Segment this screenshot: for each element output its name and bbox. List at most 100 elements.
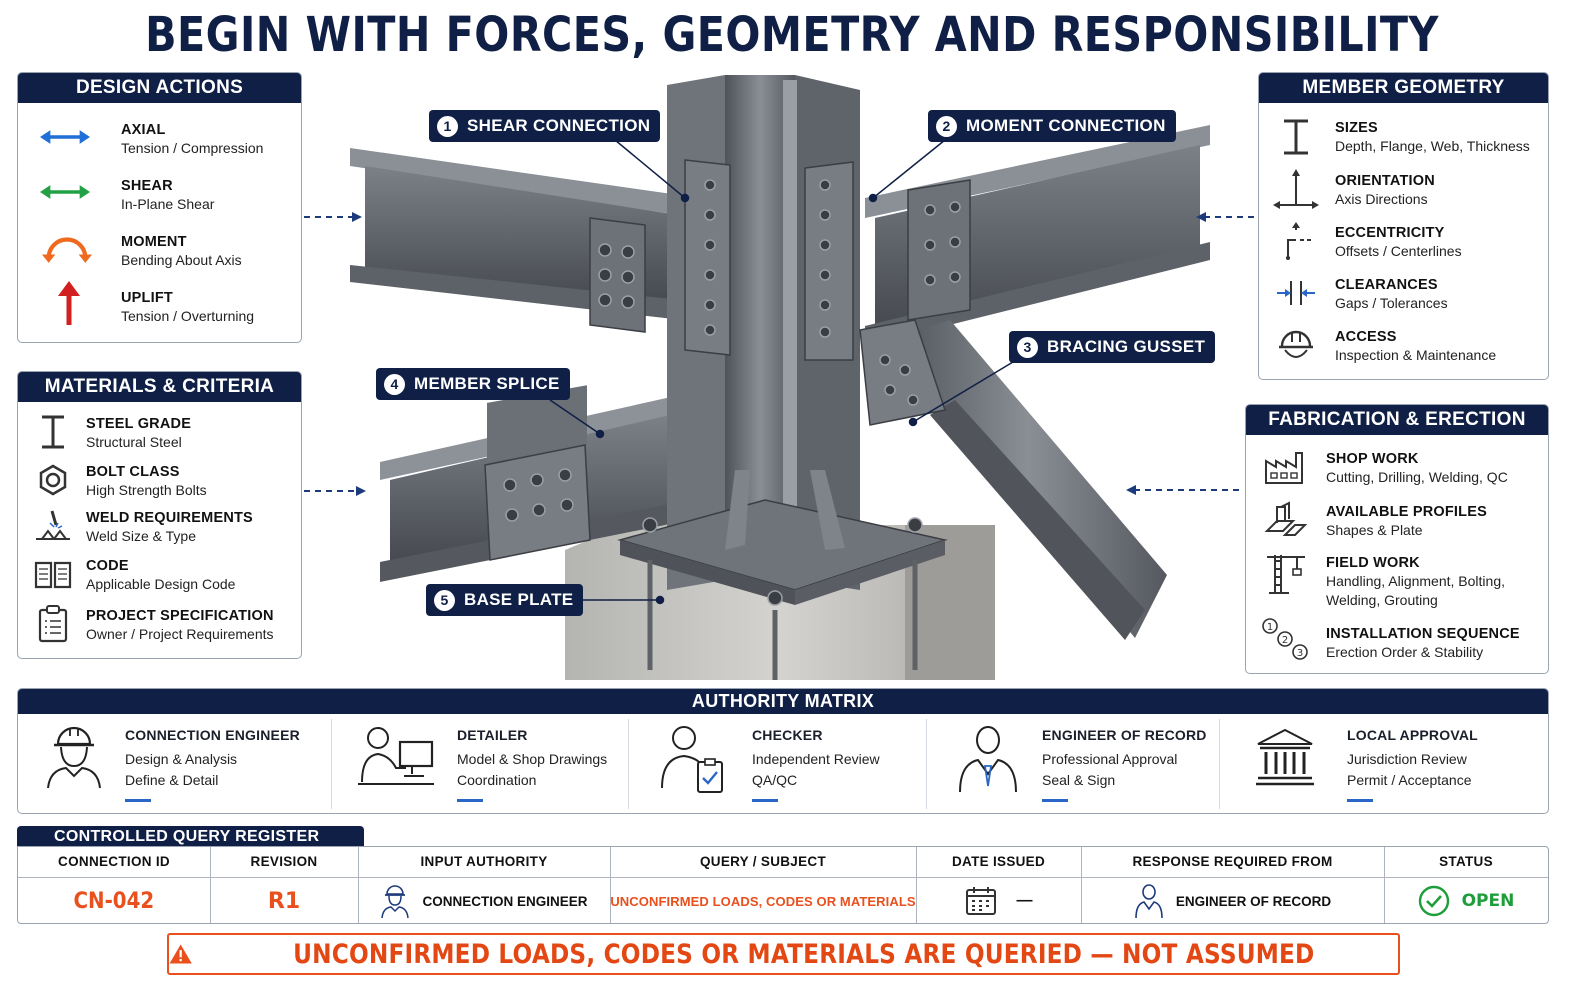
item-subtitle: Bending About Axis — [121, 252, 242, 268]
page-title: BEGIN WITH FORCES, GEOMETRY AND RESPONSI… — [145, 7, 1439, 63]
response-required-from: ENGINEER OF RECORD — [1175, 893, 1332, 909]
item-title: ACCESS — [1335, 329, 1397, 345]
callout-label: BRACING GUSSET — [1047, 337, 1206, 356]
design-actions-panel: DESIGN ACTIONS AXIAL Tension / Compressi… — [17, 72, 302, 343]
i-beam-icon — [28, 412, 78, 452]
item-subtitle-line2: Welding, Grouting — [1326, 592, 1438, 608]
item-subtitle: Shapes & Plate — [1326, 522, 1423, 538]
callout-member-splice: 4 MEMBER SPLICE — [376, 368, 570, 400]
materials-criteria-heading: MATERIALS & CRITERIA — [18, 372, 301, 402]
bolt-group — [503, 179, 961, 606]
connection-id: CN-042 — [73, 888, 155, 914]
eor-icon — [959, 726, 1017, 793]
weld-icon — [28, 506, 78, 546]
warning-text: UNCONFIRMED LOADS, CODES OR MATERIALS AR… — [293, 938, 1315, 970]
eor-icon — [1135, 884, 1163, 919]
column-header: CONNECTION ID — [58, 854, 170, 869]
role-title: DETAILER — [457, 727, 528, 743]
warning-triangle-icon — [169, 944, 192, 964]
role-line-1: Model & Shop Drawings — [457, 751, 608, 767]
callout-label: BASE PLATE — [464, 590, 574, 609]
callout-label: MEMBER SPLICE — [414, 374, 560, 393]
role-line-2: QA/QC — [752, 772, 798, 788]
item-subtitle: Tension / Overturning — [121, 308, 255, 324]
checker-icon — [661, 726, 723, 793]
axis-icon — [1271, 169, 1321, 209]
callout-number: 4 — [384, 373, 405, 395]
detailer-icon — [358, 727, 434, 785]
role-line-1: Design & Analysis — [125, 751, 238, 767]
dashed-arrow-left-upper — [304, 212, 362, 222]
steel-connection-illustration — [350, 75, 1210, 680]
callout-number: 2 — [936, 115, 957, 137]
role-title: ENGINEER OF RECORD — [1042, 727, 1207, 743]
item-subtitle: Structural Steel — [86, 434, 182, 450]
materials-criteria-panel: MATERIALS & CRITERIA STEEL GRADE Structu… — [17, 371, 302, 659]
callout-leader-lines — [549, 139, 1014, 605]
item-title: FIELD WORK — [1326, 555, 1420, 571]
status-badge: OPEN — [1461, 891, 1515, 911]
offset-icon — [1271, 221, 1321, 261]
item-subtitle: Cutting, Drilling, Welding, QC — [1326, 469, 1508, 485]
role-title: CONNECTION ENGINEER — [125, 727, 300, 743]
engineer-icon — [381, 885, 410, 919]
dashed-arrow-left-lower — [304, 486, 366, 496]
role-line-2: Seal & Sign — [1042, 772, 1116, 788]
role-line-2: Permit / Acceptance — [1347, 772, 1472, 788]
crane-icon — [1260, 553, 1310, 594]
book-icon — [28, 554, 78, 594]
item-title: SHOP WORK — [1326, 451, 1419, 467]
role-accent — [1042, 799, 1068, 802]
column-header: INPUT AUTHORITY — [420, 854, 548, 869]
svg-text:3: 3 — [1297, 648, 1303, 659]
factory-icon — [1260, 447, 1310, 487]
splice-plate — [484, 444, 591, 561]
item-title: CODE — [86, 558, 129, 574]
callout-number: 3 — [1017, 336, 1038, 358]
item-title: UPLIFT — [121, 290, 173, 306]
item-subtitle: Gaps / Tolerances — [1335, 295, 1448, 311]
hard-hat-icon — [1271, 324, 1321, 364]
callout-label: SHEAR CONNECTION — [467, 116, 651, 135]
item-subtitle: Handling, Alignment, Bolting, — [1326, 573, 1505, 589]
profiles-icon — [1260, 499, 1310, 539]
column-header: REVISION — [250, 854, 318, 869]
svg-text:2: 2 — [1282, 635, 1288, 646]
callout-label: MOMENT CONNECTION — [966, 116, 1166, 135]
column-header: QUERY / SUBJECT — [699, 854, 827, 869]
item-title: SIZES — [1335, 120, 1378, 136]
government-building-icon — [1256, 728, 1314, 786]
item-subtitle: Tension / Compression — [121, 140, 264, 156]
member-geometry-heading: MEMBER GEOMETRY — [1259, 73, 1548, 103]
item-title: STEEL GRADE — [86, 416, 192, 432]
input-authority: CONNECTION ENGINEER — [422, 893, 588, 909]
diagonal-brace — [890, 320, 1167, 640]
warning-banner: UNCONFIRMED LOADS, CODES OR MATERIALS AR… — [167, 933, 1400, 975]
item-subtitle: Applicable Design Code — [86, 576, 236, 592]
i-beam-icon — [1271, 117, 1321, 157]
item-subtitle: Depth, Flange, Web, Thickness — [1335, 138, 1530, 154]
engineer-icon — [47, 726, 101, 789]
query-subject: UNCONFIRMED LOADS, CODES OR MATERIALS — [610, 893, 916, 909]
dashed-arrow-right-lower — [1126, 485, 1244, 495]
role-title: LOCAL APPROVAL — [1347, 727, 1478, 743]
role-line-2: Define & Detail — [125, 772, 219, 788]
up-arrow-icon — [44, 281, 94, 325]
role-line-1: Professional Approval — [1042, 751, 1178, 767]
role-title: CHECKER — [752, 727, 823, 743]
base-plate — [617, 470, 948, 605]
item-subtitle: Weld Size & Type — [86, 528, 196, 544]
item-subtitle: Offsets / Centerlines — [1335, 243, 1462, 259]
callout-moment-connection: 2 MOMENT CONNECTION — [928, 110, 1176, 142]
member-geometry-panel: MEMBER GEOMETRY SIZES Depth, Flange, Web… — [1258, 72, 1549, 380]
dashed-arrow-right-upper — [1196, 212, 1256, 222]
query-register-heading: CONTROLLED QUERY REGISTER — [17, 826, 364, 848]
item-title: BOLT CLASS — [86, 464, 180, 480]
item-title: WELD REQUIREMENTS — [86, 510, 253, 526]
callout-number: 1 — [437, 115, 458, 137]
column-header: DATE ISSUED — [951, 854, 1046, 869]
anchor-rods — [647, 560, 918, 680]
double-arrow-icon — [40, 117, 90, 157]
item-title: SHEAR — [121, 178, 173, 194]
